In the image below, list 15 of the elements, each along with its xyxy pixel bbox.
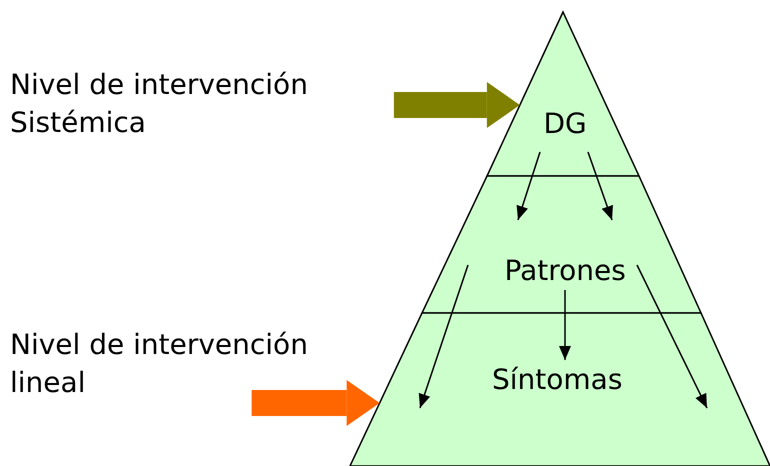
level-label: Nivel de intervención Sistémica [10,67,309,141]
arrow [516,152,541,220]
arrow [587,152,613,220]
arrow [636,264,708,408]
arrow [559,290,571,360]
pyramid-tier [350,313,770,466]
block-arrow [252,380,380,426]
tier-label: Síntomas [492,363,622,396]
arrow [418,264,469,408]
block-arrow [394,82,520,128]
tier-label: DG [544,107,587,140]
pyramid-tier [487,12,639,176]
tier-label: Patrones [504,254,626,287]
pyramid-tier [422,176,701,313]
level-label: Nivel de intervención lineal [10,327,309,401]
